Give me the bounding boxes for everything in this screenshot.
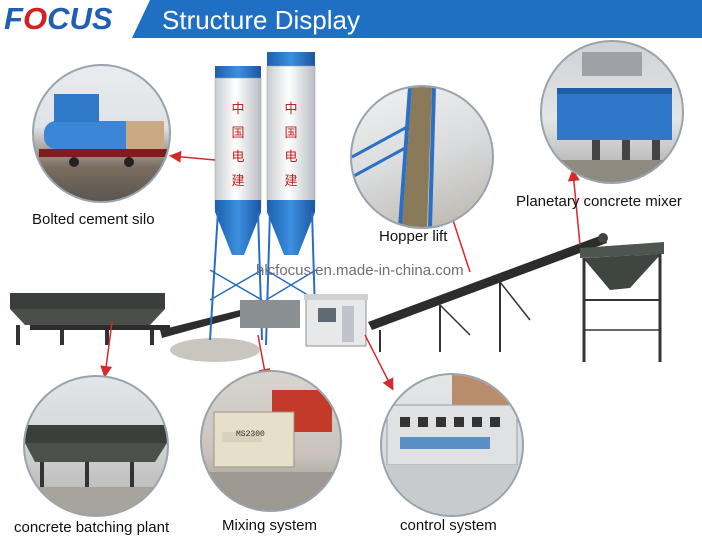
logo-background: [0, 0, 150, 38]
label-concrete-batching-plant: concrete batching plant: [14, 519, 170, 536]
silo-left-char-2: 国: [231, 126, 244, 141]
silo-left-char-1: 中: [231, 102, 244, 117]
cement-silo-right: [265, 52, 317, 346]
arrow-to-control-system: [364, 334, 394, 391]
batching-hopper-frame: [10, 293, 170, 345]
aggregate-bin-tower: [580, 242, 664, 362]
control-room-building: [304, 294, 368, 347]
watermark-text: hlcfocus.en.made-in-china.com: [256, 262, 464, 279]
label-hopper-lift: Hopper lift: [379, 228, 448, 245]
cement-silo-left: [209, 66, 263, 341]
logo-letters-cus: CUS: [47, 1, 113, 36]
silo-right-char-4: 建: [284, 174, 297, 189]
page-title: Structure Display: [162, 5, 360, 35]
sand-pile: [170, 338, 260, 362]
logo-letter-o: O: [22, 1, 48, 36]
main-belt-conveyor: [368, 233, 608, 352]
silo-left-char-4: 建: [231, 174, 244, 189]
arrow-to-silo: [169, 150, 216, 163]
mixer-model-plate: MS2300: [236, 430, 265, 439]
bolted-cement-silo-photo: [32, 64, 171, 203]
logo-letter-f: F: [4, 1, 23, 36]
arrow-to-planetary-mixer: [567, 169, 581, 246]
arrow-to-batching-plant: [100, 321, 113, 378]
mixing-system-photo: MS2300: [200, 370, 342, 512]
feed-conveyor: [160, 310, 242, 338]
silo-right-char-1: 中: [284, 102, 297, 117]
silo-right-char-3: 电: [284, 150, 297, 165]
header-banner: FOCUS Structure Display: [0, 0, 702, 38]
mixer-platform: [240, 300, 300, 328]
hopper-lift-photo: [350, 85, 494, 229]
label-control-system: control system: [400, 517, 497, 534]
planetary-concrete-mixer-photo: [540, 40, 684, 184]
silo-right-char-2: 国: [284, 126, 297, 141]
label-mixing-system: Mixing system: [222, 517, 318, 534]
label-planetary-concrete-mixer: Planetary concrete mixer: [516, 193, 682, 210]
label-bolted-cement-silo: Bolted cement silo: [32, 211, 155, 228]
focus-logo: FOCUS: [4, 1, 113, 37]
control-system-photo: [380, 373, 524, 517]
silo-left-char-3: 电: [231, 150, 244, 165]
concrete-batching-plant-photo: [23, 375, 169, 517]
